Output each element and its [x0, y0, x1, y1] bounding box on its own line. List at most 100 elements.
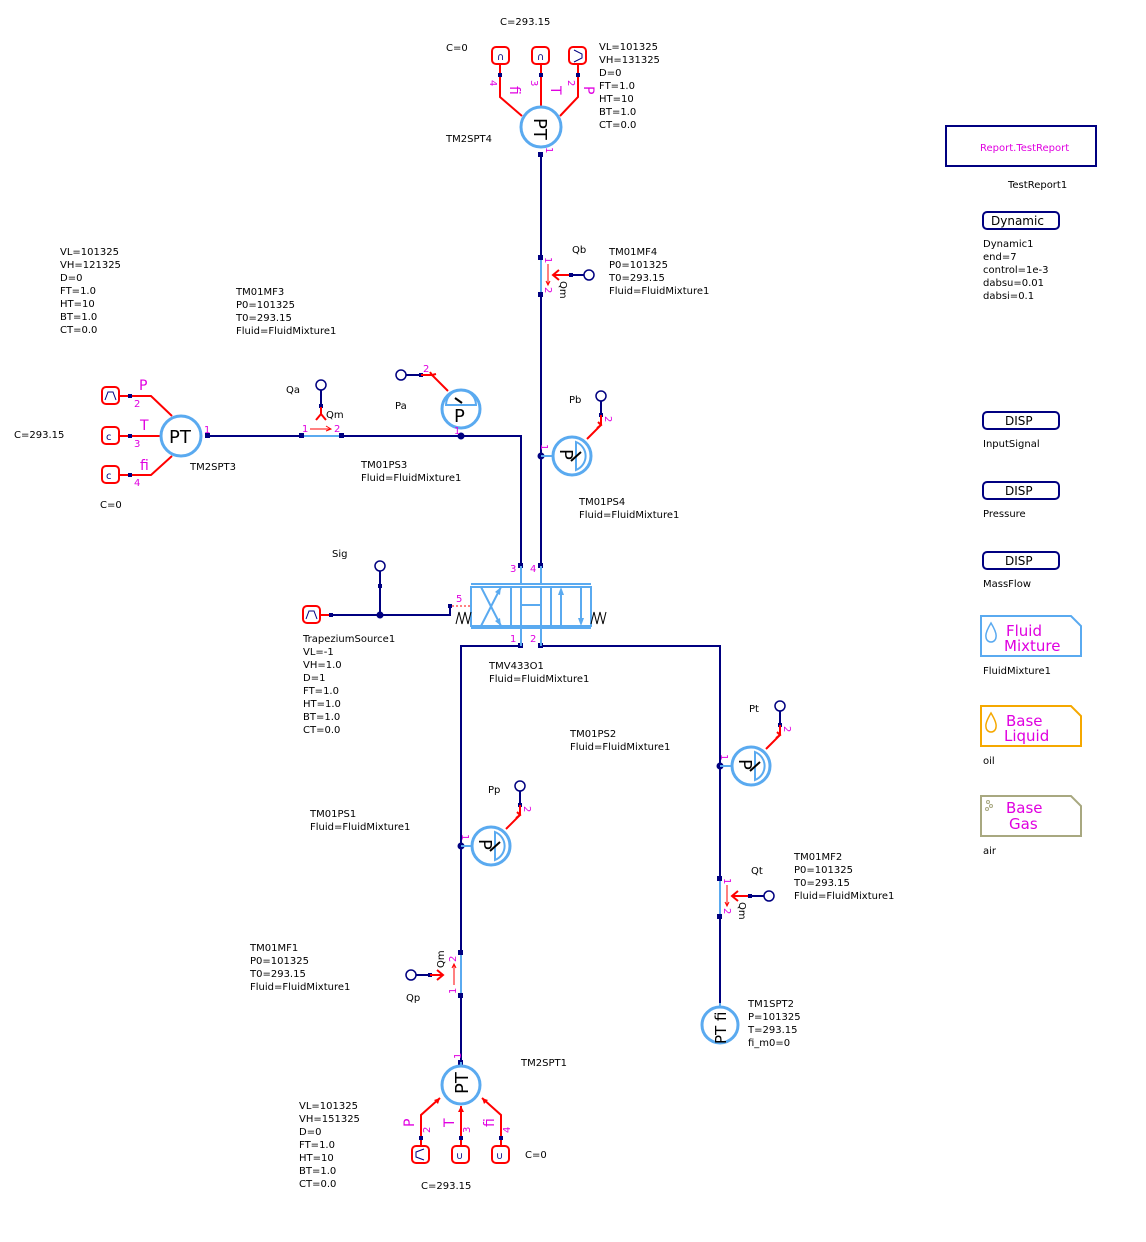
base-liquid-block[interactable]: Base Liquid oil [980, 705, 1082, 767]
pt-source-symbol[interactable] [159, 414, 203, 458]
svg-text:VH=131325: VH=131325 [599, 55, 660, 66]
svg-text:fi_m0=0: fi_m0=0 [748, 1038, 790, 1049]
svg-text:TM01PS4: TM01PS4 [578, 497, 625, 508]
pt-fi-source-symbol[interactable] [700, 1005, 740, 1045]
sensor-qa[interactable] [315, 379, 327, 391]
sensor-pp[interactable] [514, 780, 526, 792]
display-mass-flow[interactable]: DISP MassFlow [982, 551, 1060, 590]
tm2spt1-component[interactable]: TM2SPT1 1 PT 2 3 4 P T fi ∪ ∪ C=0 C=293.… [299, 1053, 567, 1192]
tm01mf2-component[interactable]: Qt TM01MF2 P0=101325 T0=293.15 Fluid=Flu… [721, 852, 894, 920]
svg-text:Fluid=FluidMixture1: Fluid=FluidMixture1 [794, 891, 894, 902]
disp-button[interactable] [982, 481, 1060, 500]
constant-source-t[interactable] [451, 1145, 470, 1164]
sensor-label-pp: Pp [488, 785, 500, 796]
trapezium-icon [305, 610, 318, 620]
svg-text:3: 3 [462, 1127, 473, 1133]
svg-text:Gas: Gas [1009, 815, 1038, 833]
report-name: TestReport1 [1007, 180, 1067, 191]
svg-text:Fluid=FluidMixture1: Fluid=FluidMixture1 [609, 286, 709, 297]
pipe-t-upper[interactable] [541, 645, 721, 878]
svg-text:VL=-1: VL=-1 [303, 647, 334, 658]
pt-source-symbol[interactable] [440, 1064, 482, 1106]
tm2spt1-params: VL=101325 VH=151325 D=0 FT=1.0 HT=10 BT=… [299, 1101, 360, 1190]
svg-text:VL=101325: VL=101325 [599, 42, 658, 53]
report-box[interactable] [945, 125, 1097, 167]
svg-text:VL=101325: VL=101325 [299, 1101, 358, 1112]
svg-text:TM01MF1: TM01MF1 [249, 943, 298, 954]
tm2spt4-temp-constant: C=293.15 [500, 17, 550, 28]
svg-text:2: 2 [565, 80, 576, 86]
svg-text:T=293.15: T=293.15 [747, 1025, 797, 1036]
fluid-mixture-block[interactable]: Fluid Mixture FluidMixture1 [980, 615, 1082, 677]
trapezium-source-p[interactable] [101, 386, 120, 405]
tm2spt3-component[interactable]: VL=101325 VH=121325 D=0 FT=1.0 HT=10 BT=… [14, 247, 236, 511]
svg-text:2: 2 [521, 806, 532, 812]
display-pressure[interactable]: DISP Pressure [982, 481, 1060, 520]
sensor-qb[interactable] [583, 269, 595, 281]
tm01mf1-component[interactable]: TM01MF1 P0=101325 T0=293.15 Fluid=FluidM… [249, 943, 459, 1004]
svg-text:air: air [983, 846, 997, 857]
report-label: Report.TestReport [980, 143, 1069, 154]
svg-text:Dynamic1: Dynamic1 [983, 239, 1033, 250]
sensor-qt[interactable] [763, 890, 775, 902]
trapezium-icon [104, 391, 117, 401]
svg-text:D=0: D=0 [60, 273, 82, 284]
svg-text:Fluid=FluidMixture1: Fluid=FluidMixture1 [361, 473, 461, 484]
display-input-signal[interactable]: DISP InputSignal [982, 411, 1060, 450]
pipe-a-right[interactable] [341, 435, 522, 566]
tm01mf2-params: TM01MF2 P0=101325 T0=293.15 Fluid=FluidM… [793, 852, 894, 902]
dynamic-button[interactable] [982, 211, 1060, 230]
svg-text:T0=293.15: T0=293.15 [249, 969, 306, 980]
trapezium-icon [573, 49, 583, 63]
svg-text:dabsu=0.01: dabsu=0.01 [983, 278, 1044, 289]
dynamic-block[interactable]: Dynamic Dynamic1 end=7 control=1e-3 dabs… [982, 211, 1060, 302]
constant-icon: ∩ [497, 52, 504, 63]
svg-text:Liquid: Liquid [1004, 727, 1049, 745]
svg-text:fi: fi [482, 1118, 498, 1127]
svg-text:fi: fi [140, 458, 149, 474]
sensor-sig[interactable] [374, 560, 386, 572]
pressure-symbol-label: P [555, 449, 576, 460]
drop-icon [985, 711, 997, 733]
tm2spt4-params: VL=101325 VH=131325 D=0 FT=1.0 HT=10 BT=… [599, 42, 660, 131]
sensor-pa[interactable] [395, 369, 407, 381]
valve-body[interactable] [470, 586, 592, 627]
svg-text:2: 2 [602, 416, 613, 422]
tm1spt2-component[interactable]: PT fi TM1SPT2 P=101325 T=293.15 fi_m0=0 [700, 999, 801, 1049]
svg-text:T0=293.15: T0=293.15 [235, 313, 292, 324]
tm01ps1-component[interactable]: TM01PS1 Fluid=FluidMixture1 Pp 2 P 1 [309, 780, 532, 867]
svg-text:Qm: Qm [326, 410, 344, 421]
sensor-pt[interactable] [774, 700, 786, 712]
tm01ps3-component[interactable]: Pa 2 P 1 TM01PS3 Fluid=FluidMixture1 [360, 364, 482, 484]
tm2spt4-component[interactable]: C=293.15 C=0 VL=101325 VH=131325 D=0 FT=… [445, 17, 660, 153]
constant-source-fi[interactable] [491, 1145, 510, 1164]
trapezium-source-component[interactable]: Sig TrapeziumSource1 VL=-1 VH=1.0 D=1 FT… [302, 549, 470, 736]
tm01ps4-component[interactable]: Pb 2 P 1 TM01PS4 Fluid=FluidMixture1 [538, 390, 679, 521]
sensor-qp[interactable] [405, 969, 417, 981]
trapezium-source[interactable] [302, 605, 321, 624]
sensor-pb[interactable] [595, 390, 607, 402]
pipe-p-upper[interactable] [460, 645, 521, 952]
svg-text:D=0: D=0 [299, 1127, 321, 1138]
trapezium-source-p[interactable] [411, 1145, 430, 1164]
tm2spt1-temp-constant: C=293.15 [421, 1181, 471, 1192]
tm01ps2-component[interactable]: TM01PS2 Fluid=FluidMixture1 Pt 2 P 1 [569, 700, 792, 787]
svg-text:FT=1.0: FT=1.0 [599, 81, 635, 92]
tm01mf3-component[interactable]: TM01MF3 P0=101325 T0=293.15 Fluid=FluidM… [235, 287, 344, 435]
svg-text:TM01MF3: TM01MF3 [235, 287, 284, 298]
disp-button[interactable] [982, 551, 1060, 570]
svg-text:4: 4 [502, 1127, 513, 1133]
pt-source-symbol[interactable] [519, 105, 563, 149]
pt-symbol-label: PT [169, 427, 192, 448]
pressure-symbol-label: P [454, 406, 465, 427]
svg-text:VH=121325: VH=121325 [60, 260, 121, 271]
svg-text:2: 2 [134, 399, 140, 410]
tm01mf4-component[interactable]: Qb TM01MF4 P0=101325 T0=293.15 Fluid=Flu… [542, 245, 709, 299]
base-gas-block[interactable]: Base Gas air [980, 795, 1082, 857]
svg-text:DISP: DISP [1005, 484, 1033, 498]
trapezium-source-p[interactable] [568, 46, 587, 65]
svg-text:2: 2 [721, 908, 732, 914]
disp-button[interactable] [982, 411, 1060, 430]
valve-tmv433o1[interactable]: 3 4 1 2 5 TMV433O1 Fluid=FluidMixture1 [455, 564, 607, 685]
report-block[interactable]: Report.TestReport TestReport1 [945, 125, 1097, 191]
